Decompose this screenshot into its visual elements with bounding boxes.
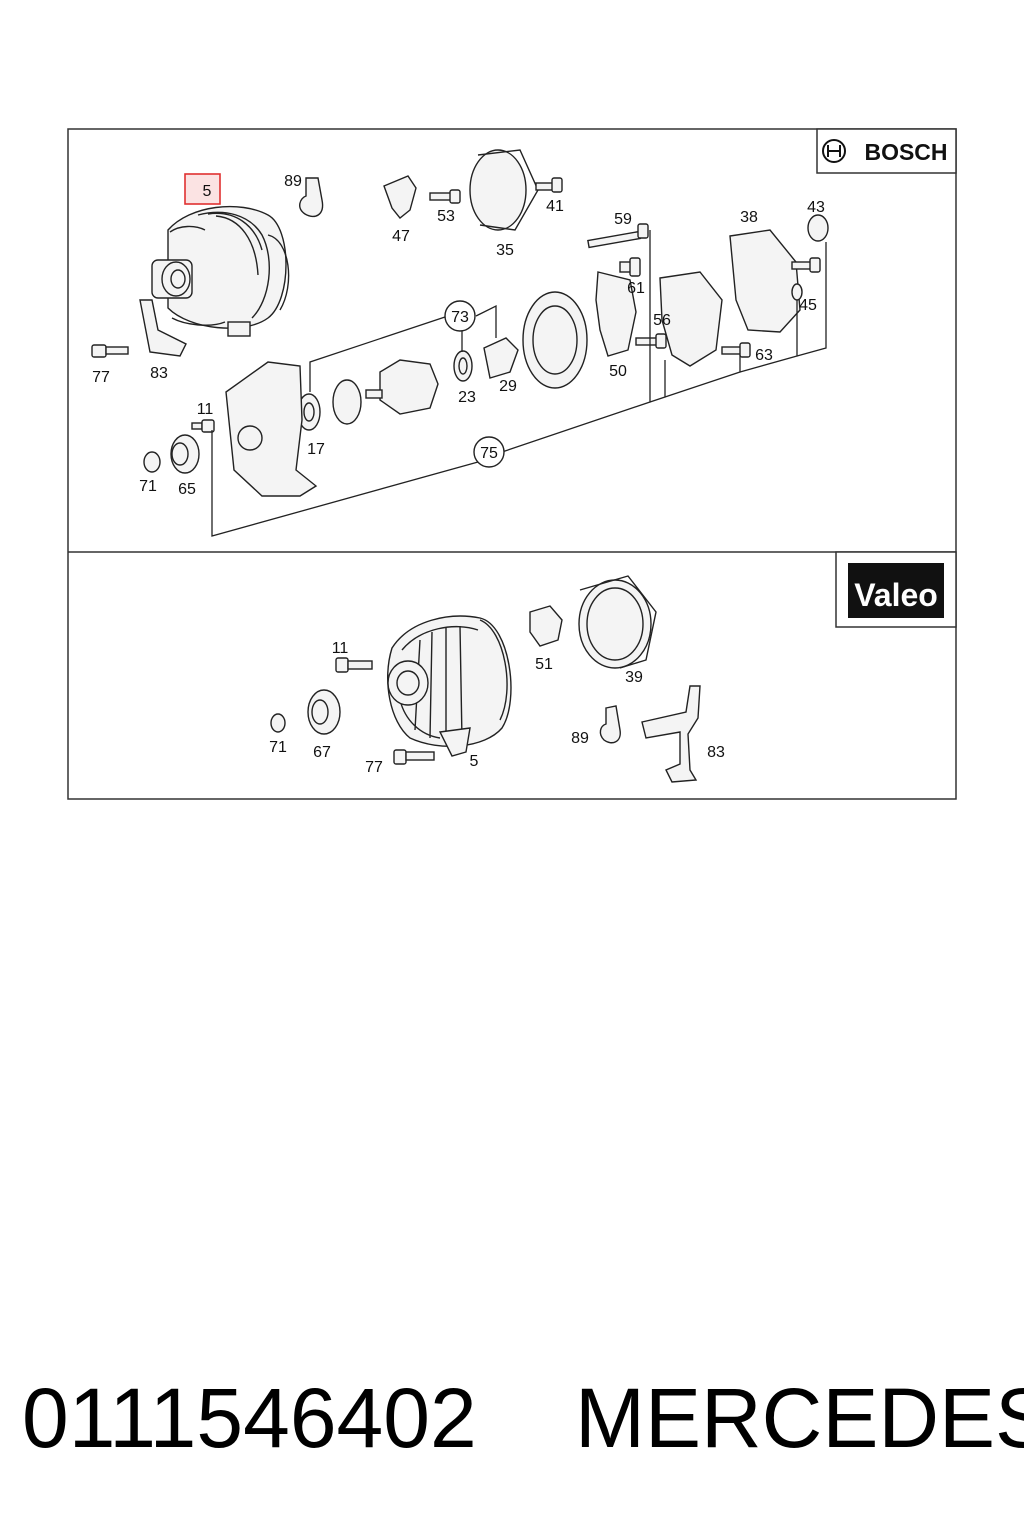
callout-bosch-35: 35	[496, 242, 514, 259]
bearing-29	[483, 337, 519, 379]
valeo-logo: Valeo	[835, 551, 957, 628]
callout-bosch-61: 61	[627, 280, 645, 297]
group-callout-73: 73	[444, 300, 476, 332]
callout-bosch-59: 59	[614, 211, 632, 228]
bosch-logo: BOSCH	[816, 128, 957, 174]
bolt-77	[91, 344, 129, 358]
diode-plate	[659, 271, 723, 367]
callout-bosch-50: 50	[609, 363, 627, 380]
callout-bosch-89: 89	[284, 173, 302, 190]
callout-valeo-5: 5	[470, 753, 479, 770]
callout-valeo-71: 71	[269, 739, 287, 756]
screw-45	[791, 257, 821, 301]
rotor	[365, 359, 439, 415]
cover-39	[578, 575, 657, 669]
group-callout-75: 75	[473, 436, 505, 468]
screw-56	[635, 333, 667, 349]
bolt-59	[587, 223, 649, 249]
screw-11	[191, 419, 215, 433]
regulator-47	[383, 175, 417, 219]
pulley-65	[170, 434, 200, 474]
callout-valeo-67: 67	[313, 744, 331, 761]
bosch-logo-text: BOSCH	[864, 139, 947, 165]
callout-valeo-83: 83	[707, 744, 725, 761]
footer: 0111546402 MERCEDES	[0, 1370, 1024, 1480]
callout-bosch-11: 11	[197, 401, 214, 418]
svg-text:73: 73	[451, 309, 469, 326]
callout-bosch-38: 38	[740, 209, 758, 226]
end-cover-38	[729, 229, 801, 333]
callout-bosch-17: 17	[307, 441, 325, 458]
nut-71-valeo	[270, 713, 286, 733]
valeo-logo-text: Valeo	[854, 577, 938, 613]
callout-bosch-83: 83	[150, 365, 168, 382]
vehicle-brand: MERCEDES	[575, 1371, 1024, 1465]
callout-bosch-77: 77	[92, 369, 110, 386]
callout-bosch-29: 29	[499, 378, 517, 395]
pulley-67	[307, 689, 341, 735]
bolt-77-valeo	[393, 749, 435, 765]
leader-lines-bosch	[211, 230, 827, 537]
bolt-11-valeo	[335, 657, 373, 673]
callout-valeo-77: 77	[365, 759, 383, 776]
regulator-51	[529, 605, 563, 647]
bearing-17	[297, 393, 321, 431]
clip-89-valeo	[599, 705, 621, 744]
housing-hub	[237, 425, 263, 451]
ring-23	[453, 350, 473, 382]
drive-end-housing	[225, 361, 318, 497]
terminal-61	[619, 257, 641, 277]
callout-valeo-39: 39	[625, 669, 643, 686]
screw-53	[429, 189, 461, 204]
callout-bosch-47: 47	[392, 228, 410, 245]
clip-89	[299, 177, 324, 218]
bracket-83	[139, 299, 187, 357]
screw-63	[721, 342, 751, 358]
highlight-box-5: 5	[184, 173, 221, 205]
callout-bosch-53: 53	[437, 208, 455, 225]
alternator-assembly-valeo	[387, 615, 512, 757]
callout-bosch-43: 43	[807, 199, 825, 216]
callout-bosch-41: 41	[546, 198, 564, 215]
callout-bosch-5: 5	[203, 183, 212, 200]
diagram-frame	[67, 128, 957, 800]
callout-valeo-11: 11	[332, 640, 349, 657]
cover-35	[469, 149, 539, 231]
nut-71	[143, 451, 161, 473]
washer	[332, 379, 362, 425]
bracket-83-valeo	[641, 685, 701, 783]
nut-43	[807, 214, 829, 242]
stator	[522, 291, 588, 389]
callout-valeo-51: 51	[535, 656, 553, 673]
alternator-assembly-bosch	[151, 205, 290, 337]
callout-bosch-23: 23	[458, 389, 476, 406]
rectifier-50	[595, 271, 637, 357]
callout-bosch-56: 56	[653, 312, 671, 329]
part-number: 0111546402	[22, 1371, 477, 1465]
callout-bosch-65: 65	[178, 481, 196, 498]
svg-text:75: 75	[480, 445, 498, 462]
callout-bosch-45: 45	[799, 297, 817, 314]
callout-bosch-71: 71	[139, 478, 157, 495]
screw-41	[535, 177, 563, 193]
callout-valeo-89: 89	[571, 730, 589, 747]
callout-bosch-63: 63	[755, 347, 773, 364]
